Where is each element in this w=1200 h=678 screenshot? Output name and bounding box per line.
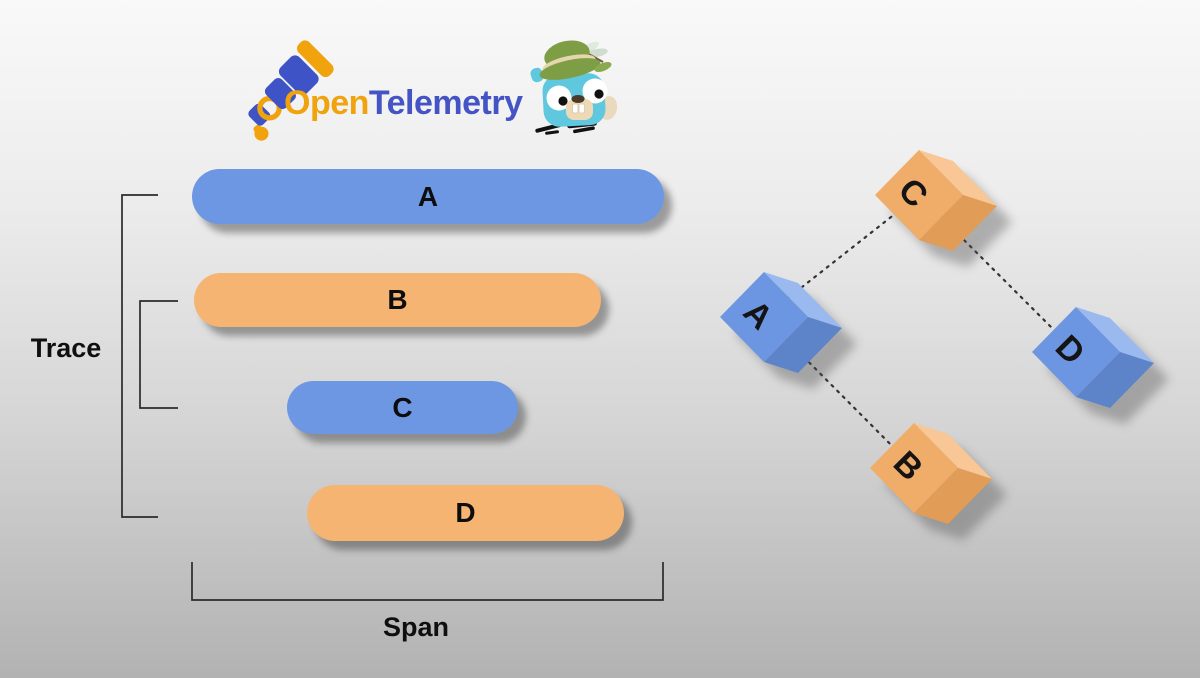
span-bar-D: D [307, 485, 624, 541]
cube-face [919, 150, 997, 206]
cube-face [914, 468, 992, 524]
graph-edge-A-B [762, 315, 916, 470]
span-bar-label-A: A [417, 180, 439, 212]
cube-face [875, 150, 963, 240]
cube-shadow [885, 439, 1007, 540]
span-bar-A: A [192, 169, 664, 224]
graph-edge-A-C [762, 193, 921, 319]
child-span-bracket [139, 300, 178, 409]
graph-edge-C-D [917, 193, 1078, 354]
cube-face [1076, 352, 1154, 408]
opentelemetry-wordmark: OpenTelemetry [284, 84, 523, 123]
cube-face [764, 317, 842, 373]
cube-shadow [1047, 323, 1169, 424]
span-bar-C: C [287, 381, 518, 434]
go-gopher-illustration [530, 40, 618, 135]
trace-label: Trace [30, 333, 102, 363]
span-bracket [191, 562, 664, 601]
graph-node-A: A [720, 272, 857, 389]
cube-shadow [890, 166, 1012, 267]
cube-face [1032, 307, 1120, 397]
cube-shadow [735, 288, 857, 389]
graph-node-B: B [870, 423, 1007, 540]
wordmark-telemetry: Telemetry [368, 84, 523, 122]
span-bar-label-C: C [392, 391, 413, 423]
span-bar-label-D: D [455, 497, 476, 528]
span-label: Span [382, 612, 449, 642]
cube-face [870, 423, 958, 513]
cube-label-C: C [891, 171, 935, 215]
span-bar-B: B [194, 273, 601, 327]
cube-label-A: A [736, 293, 780, 337]
trace-bracket [121, 194, 158, 518]
telescope-icon [248, 40, 334, 141]
cube-face [919, 195, 997, 251]
wordmark-open: Open [284, 84, 369, 122]
cube-face [1076, 307, 1154, 363]
cube-label-B: B [886, 444, 930, 488]
cube-face [764, 272, 842, 328]
cube-label-D: D [1048, 328, 1092, 372]
graph-node-D: D [1032, 307, 1169, 424]
cube-face [720, 272, 808, 362]
span-bar-label-B: B [387, 284, 408, 315]
graph-node-C: C [875, 150, 1012, 267]
cube-face [914, 423, 992, 479]
